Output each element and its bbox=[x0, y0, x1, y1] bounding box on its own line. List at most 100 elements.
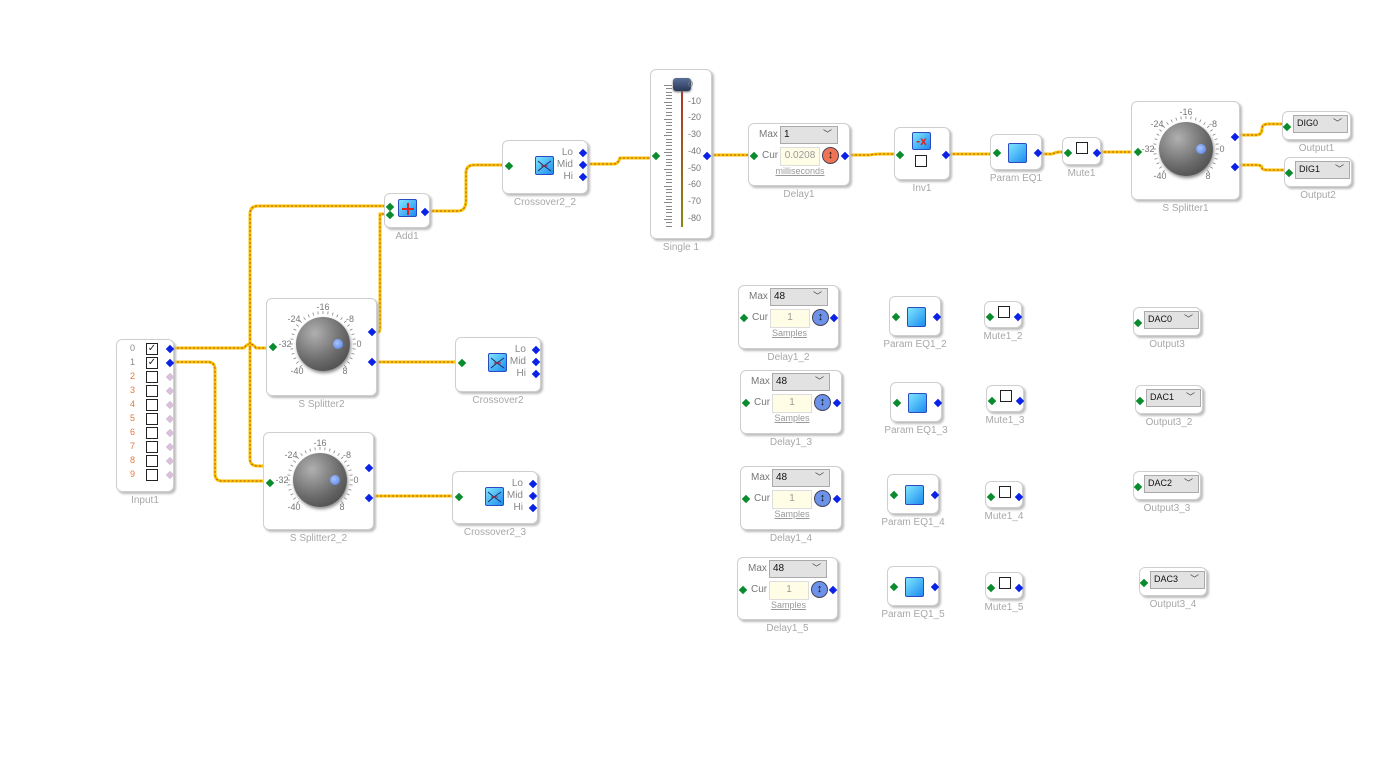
output-select[interactable]: DIG1﹀ bbox=[1295, 161, 1350, 179]
max-select[interactable]: 48﹀ bbox=[772, 469, 830, 487]
output-port[interactable] bbox=[1014, 583, 1024, 592]
mute1-4-block[interactable] bbox=[985, 481, 1024, 508]
channel-checkbox[interactable] bbox=[146, 385, 158, 397]
input-port[interactable] bbox=[741, 494, 751, 504]
input-port[interactable] bbox=[986, 583, 996, 592]
gain-knob[interactable] bbox=[293, 453, 347, 507]
channel-checkbox[interactable] bbox=[146, 455, 158, 467]
input-port[interactable] bbox=[1284, 168, 1294, 178]
cur-input[interactable]: 1 bbox=[772, 394, 812, 413]
output-port[interactable] bbox=[832, 494, 842, 504]
output-port[interactable] bbox=[165, 358, 175, 368]
input-port[interactable] bbox=[739, 313, 749, 323]
units-link[interactable]: Samples bbox=[774, 413, 810, 423]
output-port[interactable] bbox=[367, 357, 377, 367]
param-eq1-2-block[interactable] bbox=[889, 296, 942, 336]
cur-input[interactable]: 1 bbox=[769, 581, 809, 600]
cur-input[interactable]: 1 bbox=[770, 309, 810, 328]
output-port[interactable] bbox=[364, 463, 374, 473]
output-port[interactable] bbox=[828, 585, 838, 595]
input-port[interactable] bbox=[1133, 482, 1143, 491]
wire[interactable] bbox=[169, 360, 269, 483]
max-select[interactable]: 48﹀ bbox=[769, 560, 827, 578]
channel-checkbox[interactable] bbox=[146, 399, 158, 411]
output-port[interactable] bbox=[165, 456, 175, 466]
output-port[interactable] bbox=[1230, 162, 1240, 172]
input-port[interactable] bbox=[749, 151, 759, 161]
param-eq1-4-block[interactable] bbox=[887, 474, 940, 514]
units-link[interactable]: Samples bbox=[771, 328, 807, 338]
input-port[interactable] bbox=[987, 396, 997, 405]
output-port[interactable] bbox=[832, 398, 842, 408]
output-port[interactable] bbox=[528, 491, 538, 501]
wire[interactable] bbox=[169, 361, 269, 482]
mute1-block[interactable] bbox=[1062, 137, 1102, 165]
single1-block[interactable]: 0-10-20-30-40-50-60-70-80 bbox=[650, 69, 712, 239]
input-port[interactable] bbox=[895, 150, 905, 160]
output-port[interactable] bbox=[165, 470, 175, 480]
output-port[interactable] bbox=[829, 313, 839, 323]
wire[interactable] bbox=[249, 205, 389, 348]
mute-checkbox[interactable] bbox=[999, 577, 1011, 589]
param-eq-icon[interactable] bbox=[907, 307, 926, 327]
input-port[interactable] bbox=[1135, 396, 1145, 405]
units-link[interactable]: Samples bbox=[774, 509, 810, 519]
max-select[interactable]: 48﹀ bbox=[770, 288, 828, 306]
output-port[interactable] bbox=[578, 172, 588, 182]
stepper-button[interactable]: ↕ bbox=[814, 394, 831, 411]
output-select[interactable]: DAC0﹀ bbox=[1144, 311, 1199, 329]
input-port[interactable] bbox=[891, 312, 901, 322]
input-port[interactable] bbox=[1139, 578, 1149, 587]
cur-input[interactable]: 1 bbox=[772, 490, 812, 509]
output-port[interactable] bbox=[1230, 132, 1240, 142]
stepper-button[interactable]: ↕ bbox=[814, 490, 831, 507]
input-port[interactable] bbox=[889, 490, 899, 500]
output-port[interactable] bbox=[528, 503, 538, 513]
wire[interactable] bbox=[1235, 164, 1288, 171]
invert-checkbox[interactable] bbox=[915, 155, 927, 167]
output-port[interactable] bbox=[165, 372, 175, 382]
param-eq1-block[interactable] bbox=[990, 134, 1043, 170]
output-port[interactable] bbox=[364, 493, 374, 503]
channel-checkbox[interactable]: ✓ bbox=[146, 357, 158, 369]
output-port[interactable] bbox=[1033, 148, 1043, 158]
gain-knob[interactable] bbox=[1159, 122, 1213, 176]
input-port[interactable] bbox=[268, 342, 278, 352]
output-port[interactable] bbox=[165, 414, 175, 424]
output-select[interactable]: DAC3﹀ bbox=[1150, 571, 1205, 589]
input-port[interactable] bbox=[385, 210, 395, 220]
stepper-button[interactable]: ↕ bbox=[822, 147, 839, 164]
input-port[interactable] bbox=[986, 492, 996, 501]
output-port[interactable] bbox=[1015, 396, 1025, 405]
input-port[interactable] bbox=[1282, 122, 1292, 131]
wire[interactable] bbox=[582, 157, 655, 165]
output-port[interactable] bbox=[165, 400, 175, 410]
mute-checkbox[interactable] bbox=[999, 486, 1011, 498]
output-port[interactable] bbox=[1092, 148, 1102, 158]
mute-checkbox[interactable] bbox=[1076, 142, 1088, 154]
input-port[interactable] bbox=[889, 582, 899, 592]
output-port[interactable] bbox=[1013, 312, 1023, 321]
mute1-5-block[interactable] bbox=[985, 572, 1024, 599]
slider-thumb[interactable] bbox=[673, 78, 691, 91]
output3-3-block[interactable]: DAC2﹀ bbox=[1133, 471, 1201, 500]
gain-knob[interactable] bbox=[296, 317, 350, 371]
output-port[interactable] bbox=[930, 582, 940, 592]
output-port[interactable] bbox=[528, 479, 538, 489]
output-port[interactable] bbox=[1014, 492, 1024, 501]
wire[interactable] bbox=[169, 343, 272, 349]
cur-input[interactable]: 0.0208 bbox=[780, 147, 820, 166]
wire[interactable] bbox=[424, 164, 508, 212]
output-port[interactable] bbox=[840, 151, 850, 161]
stepper-button[interactable]: ↕ bbox=[811, 581, 828, 598]
output-port[interactable] bbox=[165, 442, 175, 452]
channel-checkbox[interactable] bbox=[146, 413, 158, 425]
max-select[interactable]: 1﹀ bbox=[780, 126, 838, 144]
